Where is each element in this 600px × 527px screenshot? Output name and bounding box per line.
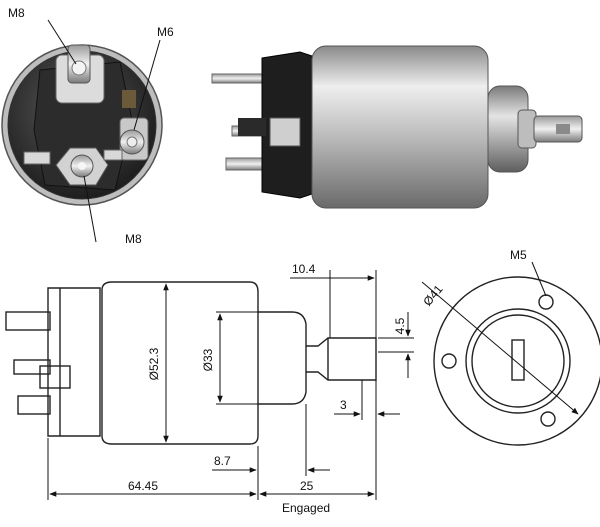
m8-bottom-stud-end: [78, 162, 86, 170]
drawing-side-view: Ø52.3 Ø33 10.4 4.5 3 8.7 64.45: [5, 262, 414, 515]
drw-nose: [258, 311, 307, 405]
dim-text-tip-height: 4.5: [393, 317, 407, 334]
drw-terminal-top: [5, 311, 51, 331]
label-m8-bottom: M8: [125, 232, 142, 246]
drw-hole-left: [441, 353, 457, 369]
leader-m8-bottom: [83, 175, 97, 243]
photo-side-view: [211, 45, 583, 209]
dim-text-top-offset: 10.4: [292, 262, 316, 276]
leader-m5: [531, 261, 547, 297]
side-stud-top: [211, 73, 269, 84]
drw-terminal-middle: [13, 359, 51, 375]
m8-top-stud-end: [71, 60, 87, 76]
m6-stud-end: [126, 136, 138, 148]
drw-cap: [47, 287, 101, 437]
dim-text-plunger-offset: 8.7: [214, 454, 231, 468]
dim-text-bolt-circle: Ø41: [420, 282, 446, 309]
drw-terminal-bottom: [17, 395, 51, 415]
photo-end-view: M8 M6 M8: [1, 6, 174, 246]
dim-text-plunger-length: 25: [300, 479, 314, 493]
drawing-front-view: Ø41 M5: [420, 248, 600, 446]
dim-text-nose-diameter: Ø33: [201, 348, 215, 371]
side-plunger-neck: [517, 109, 537, 149]
drw-inner-circle: [471, 314, 565, 408]
leader-m8-top: [47, 19, 77, 65]
side-clip-left: [23, 151, 51, 165]
dim-text-hole-thread: M5: [510, 248, 527, 262]
label-m6: M6: [157, 25, 174, 39]
side-clip-right: [103, 149, 123, 161]
dim-text-gap: 3: [340, 398, 347, 412]
dim-text-total-length: 64.45: [128, 479, 158, 493]
drw-nose-circle: [465, 308, 571, 414]
drw-terminal-nut: [39, 365, 71, 389]
drw-plunger: [306, 337, 377, 381]
drw-hole-bottom: [540, 411, 556, 427]
leader-m6: [133, 39, 161, 131]
label-m8-top: M8: [8, 6, 25, 20]
drw-flange: [433, 276, 600, 446]
dim-line-bolt-circle: [421, 281, 579, 415]
dim-text-engaged: Engaged: [282, 501, 330, 515]
drw-body: [101, 281, 259, 445]
side-plunger-slot: [556, 124, 570, 134]
drw-plunger-slot: [511, 339, 525, 381]
side-body: [311, 45, 489, 209]
small-terminal: [122, 90, 136, 108]
side-terminal-nut: [269, 117, 301, 147]
side-plastic-tab: [238, 118, 266, 136]
drw-hole-top: [538, 294, 554, 310]
dim-text-body-diameter: Ø52.3: [147, 347, 161, 380]
